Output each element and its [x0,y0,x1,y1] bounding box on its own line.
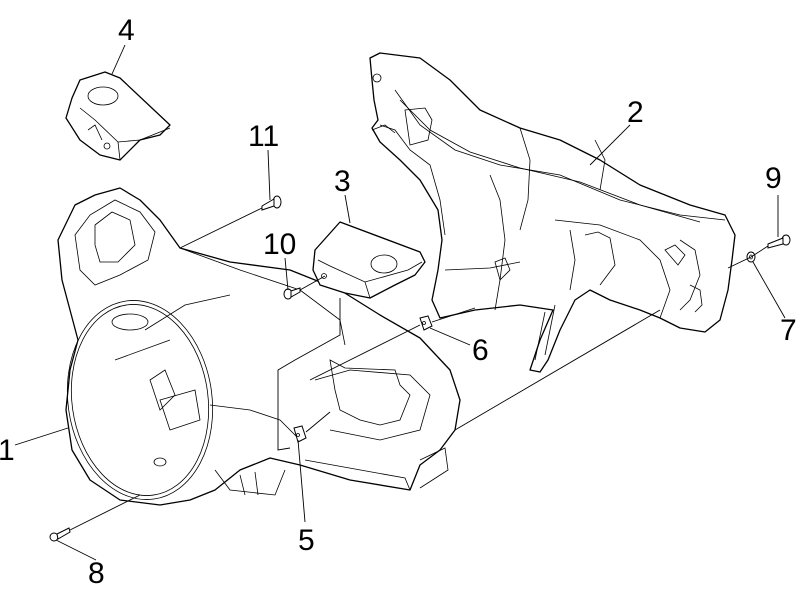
callout-6: 6 [472,334,489,367]
callout-1: 1 [0,434,15,467]
callout-leaders [14,44,786,561]
part-4-left-switch-cover[interactable] [65,71,171,161]
callout-4: 4 [118,14,135,47]
callout-2: 2 [627,96,644,129]
part-1-front-handlebar-cover[interactable] [55,187,461,509]
part-9-screw[interactable] [767,234,791,249]
callout-7: 7 [780,314,797,347]
part-3-right-switch-cover[interactable] [312,221,426,299]
part-5-clip-nut[interactable] [293,425,307,443]
callout-8: 8 [88,557,105,590]
part-6-clip-nut[interactable] [419,315,433,331]
part-11-screw[interactable] [261,195,282,211]
part-2-rear-handlebar-cover[interactable] [369,52,736,373]
callout-3: 3 [334,165,351,198]
callout-9: 9 [765,162,782,195]
assembly-lines [69,207,769,531]
part-8-screw[interactable] [49,527,71,542]
callout-10: 10 [263,228,296,261]
callout-5: 5 [298,524,315,557]
callout-11: 11 [248,120,279,153]
